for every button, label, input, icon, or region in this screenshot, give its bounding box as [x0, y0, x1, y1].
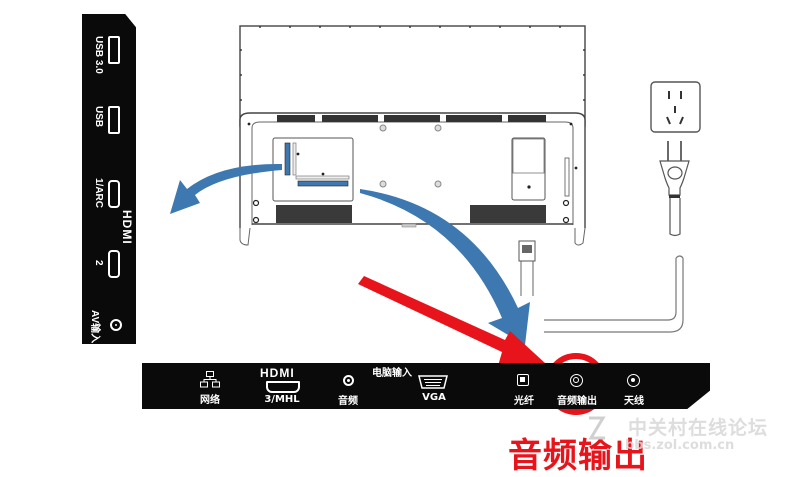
watermark-url: bbs.zol.com.cn	[625, 438, 735, 453]
vga-label: VGA	[422, 392, 446, 403]
vga-port-icon	[418, 375, 448, 389]
hdmi2-label: 2	[93, 260, 104, 266]
usb-label: USB	[93, 106, 104, 128]
av-jack-icon	[110, 319, 122, 331]
hdmi2-port-icon	[108, 250, 120, 278]
audio-out-callout: 音频输出	[508, 436, 648, 476]
optical-label: 光纤	[514, 396, 534, 407]
optical-port-icon	[517, 374, 529, 386]
hdmi1-label: 1/ARC	[93, 178, 104, 209]
usb3-port-icon	[108, 36, 120, 64]
hdmi3-label: 3/MHL	[264, 394, 300, 405]
pc-input-group-label: 电脑输入	[372, 368, 412, 379]
zol-logo-icon	[588, 416, 606, 440]
audio-in-label: 音频	[338, 396, 358, 407]
usb-port-icon	[108, 106, 120, 134]
side-ports: USB 3.0 USB 1/ARC HDMI 2 AV输入	[82, 14, 136, 344]
side-connector-panel	[82, 14, 136, 344]
audio-jack-icon	[343, 375, 354, 386]
hdmi-logo: HDMI	[120, 210, 134, 245]
network-icon	[200, 371, 220, 388]
hdmi-port-icon	[266, 381, 300, 393]
hdmi-logo-bottom: HDMI	[260, 366, 295, 380]
audio-out-label: 音频输出	[557, 396, 597, 407]
audio-out-jack-icon	[570, 374, 583, 387]
antenna-label: 天线	[624, 396, 644, 407]
watermark-title: 中关村在线论坛	[628, 417, 769, 439]
av-input-label: AV输入	[89, 310, 100, 344]
hdmi1-port-icon	[108, 180, 120, 208]
antenna-jack-icon	[627, 374, 640, 387]
usb3-label: USB 3.0	[93, 36, 104, 74]
network-label: 网络	[200, 395, 220, 406]
